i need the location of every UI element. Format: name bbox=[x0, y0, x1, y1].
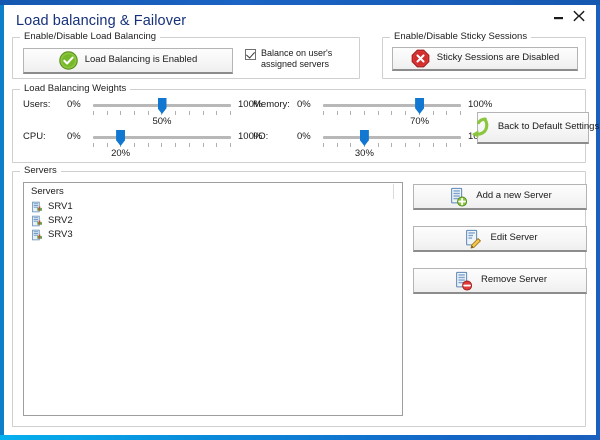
slider-row-memory: Memory: 0% 70% 100% bbox=[253, 98, 498, 132]
list-item[interactable]: SRV2 bbox=[24, 214, 402, 228]
remove-server-button[interactable]: Remove Server bbox=[413, 268, 587, 294]
slider-value-users: 50% bbox=[152, 116, 172, 127]
slider-track[interactable] bbox=[323, 104, 461, 107]
list-item[interactable]: SRV3 bbox=[24, 228, 402, 242]
slider-users[interactable]: 50% bbox=[93, 98, 231, 132]
green-undo-arrow-icon bbox=[471, 117, 489, 138]
slider-min-memory: 0% bbox=[297, 99, 311, 110]
slider-track[interactable] bbox=[323, 136, 461, 139]
list-item[interactable]: SRV1 bbox=[24, 200, 402, 214]
servers-list-header: Servers bbox=[24, 183, 402, 200]
slider-min-users: 0% bbox=[67, 99, 81, 110]
add-server-label: Add a new Server bbox=[476, 190, 552, 202]
close-icon bbox=[573, 10, 585, 22]
page-title: Load balancing & Failover bbox=[16, 13, 187, 29]
sticky-sessions-state-button[interactable]: Sticky Sessions are Disabled bbox=[392, 47, 578, 71]
red-x-octagon-icon bbox=[411, 49, 430, 68]
load-balancing-group: Enable/Disable Load Balancing Load Balan… bbox=[12, 31, 360, 79]
server-edit-icon bbox=[465, 229, 481, 248]
slider-ticks bbox=[323, 143, 461, 147]
sticky-sessions-state-label: Sticky Sessions are Disabled bbox=[436, 52, 560, 64]
checkbox-label: Balance on user's assigned servers bbox=[261, 48, 333, 70]
checkbox-box[interactable] bbox=[245, 49, 256, 60]
server-remove-icon bbox=[456, 271, 473, 291]
slider-cpu[interactable]: 20% bbox=[93, 130, 231, 164]
server-name: SRV2 bbox=[48, 215, 73, 227]
column-separator bbox=[393, 184, 394, 199]
slider-value-cpu: 20% bbox=[111, 148, 131, 159]
slider-min-io: 0% bbox=[297, 131, 311, 142]
back-to-default-settings-label: Back to Default Settings bbox=[497, 121, 600, 133]
minimize-icon bbox=[553, 16, 563, 19]
slider-value-io: 30% bbox=[354, 148, 374, 159]
servers-group-legend: Servers bbox=[20, 165, 61, 176]
servers-group: Servers Servers SRV1 bbox=[12, 165, 587, 427]
slider-thumb-cpu[interactable] bbox=[116, 130, 126, 146]
close-button[interactable] bbox=[572, 9, 586, 23]
window-right-border bbox=[596, 5, 600, 435]
server-icon bbox=[32, 229, 42, 241]
slider-label-memory: Memory: bbox=[253, 99, 290, 110]
slider-ticks bbox=[323, 111, 461, 115]
sticky-sessions-group-legend: Enable/Disable Sticky Sessions bbox=[390, 31, 532, 42]
load-balancing-group-legend: Enable/Disable Load Balancing bbox=[20, 31, 161, 42]
server-name: SRV1 bbox=[48, 201, 73, 213]
load-balancing-state-label: Load Balancing is Enabled bbox=[84, 54, 198, 66]
slider-max-users: 100% bbox=[238, 99, 263, 110]
add-server-button[interactable]: Add a new Server bbox=[413, 184, 587, 210]
window-bottom-border bbox=[0, 435, 600, 440]
slider-row-cpu: CPU: 0% 20% 100% bbox=[23, 130, 268, 164]
load-balancing-state-button[interactable]: Load Balancing is Enabled bbox=[23, 48, 233, 74]
edit-server-label: Edit Server bbox=[490, 232, 538, 244]
server-name: SRV3 bbox=[48, 229, 73, 241]
green-check-circle-icon bbox=[58, 51, 78, 70]
slider-row-io: I/O: 0% 30% 100% bbox=[253, 130, 498, 164]
back-to-default-settings-button[interactable]: Back to Default Settings bbox=[471, 112, 599, 144]
window-client-area: Load balancing & Failover Enable/Disable… bbox=[4, 5, 599, 435]
server-icon bbox=[32, 215, 42, 227]
slider-label-cpu: CPU: bbox=[23, 131, 46, 142]
server-add-icon bbox=[451, 187, 468, 207]
sticky-sessions-group: Enable/Disable Sticky Sessions Sticky Se… bbox=[382, 31, 586, 79]
servers-column-header: Servers bbox=[31, 186, 64, 197]
slider-label-users: Users: bbox=[23, 99, 51, 110]
slider-ticks bbox=[93, 143, 231, 147]
slider-memory[interactable]: 70% bbox=[323, 98, 461, 132]
edit-server-button[interactable]: Edit Server bbox=[413, 226, 587, 252]
slider-max-memory: 100% bbox=[468, 99, 493, 110]
weights-group-legend: Load Balancing Weights bbox=[20, 83, 131, 94]
minimize-button[interactable] bbox=[551, 9, 565, 23]
slider-thumb-memory[interactable] bbox=[415, 98, 425, 114]
remove-server-label: Remove Server bbox=[481, 274, 547, 286]
window-left-border bbox=[0, 5, 4, 435]
server-icon bbox=[32, 201, 42, 213]
slider-min-cpu: 0% bbox=[67, 131, 81, 142]
balance-assigned-servers-checkbox[interactable]: Balance on user's assigned servers bbox=[245, 48, 359, 71]
window-controls bbox=[551, 9, 586, 23]
slider-track[interactable] bbox=[93, 136, 231, 139]
window-top-border bbox=[0, 0, 600, 5]
slider-value-memory: 70% bbox=[410, 116, 430, 127]
slider-io[interactable]: 30% bbox=[323, 130, 461, 164]
slider-thumb-io[interactable] bbox=[359, 130, 369, 146]
weights-group: Load Balancing Weights Users: 0% 50% 100… bbox=[12, 83, 599, 164]
slider-row-users: Users: 0% 50% 100% bbox=[23, 98, 268, 132]
servers-listbox[interactable]: Servers SRV1 bbox=[23, 182, 403, 416]
slider-max-cpu: 100% bbox=[238, 131, 263, 142]
slider-thumb-users[interactable] bbox=[157, 98, 167, 114]
slider-label-io: I/O: bbox=[253, 131, 269, 142]
